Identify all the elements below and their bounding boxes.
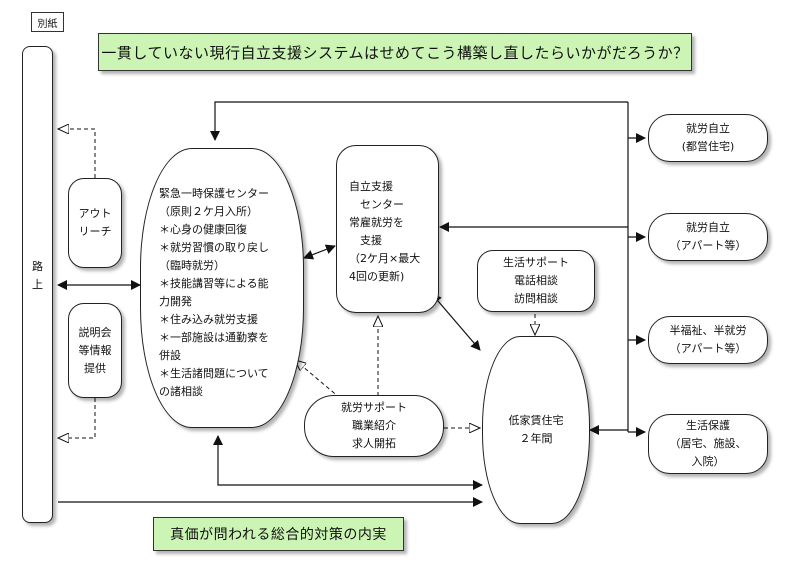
title-banner: 一貫していない現行自立支援システムはせめてこう構築し直したらいかがだろうか？ <box>98 33 692 71</box>
emergency-shelter-node: 緊急一時保護センター （原則２ケ月入所） ＊心身の健康回復 ＊就労習慣の取り戻し… <box>140 148 304 428</box>
support-center-node: 自立支援 センター 常雇就労を 支援 （2ケ月×最大 4回の更新) <box>336 145 439 313</box>
work-support-node: 就労サポート 職業紹介 求人開拓 <box>304 395 444 457</box>
life-support-node: 生活サポート 電話相談 訪問相談 <box>477 250 595 312</box>
briefing-label: 説明会 等情報 提供 <box>78 325 112 375</box>
footer-banner: 真価が問われる総合的対策の内実 <box>153 517 404 551</box>
support-center-label: 自立支援 センター 常雇就労を 支援 （2ケ月×最大 4回の更新) <box>349 180 421 283</box>
outcome-public-assistance: 生活保護 （居宅、施設、 入院） <box>648 414 768 474</box>
life-support-label: 生活サポート 電話相談 訪問相談 <box>503 256 569 305</box>
briefing-node: 説明会 等情報 提供 <box>68 303 122 398</box>
loop-top <box>210 101 628 141</box>
page-title: 一貫していない現行自立支援システムはせめてこう構築し直したらいかがだろうか？ <box>101 43 689 62</box>
outcome-employment-apartment: 就労自立 （アパート等） <box>648 213 768 261</box>
low-rent-housing-node: 低家賃住宅 ２年間 <box>482 336 590 524</box>
street-label: 路 上 <box>32 260 43 291</box>
street-bar <box>22 46 53 523</box>
emergency-shelter-label: 緊急一時保護センター （原則２ケ月入所） ＊心身の健康回復 ＊就労習慣の取り戻し… <box>159 187 269 398</box>
work-support-label: 就労サポート 職業紹介 求人開拓 <box>341 401 407 450</box>
outcome-label: 生活保護 （居宅、施設、 入院） <box>669 419 747 468</box>
outcome-label: 就労自立 （アパート等） <box>669 221 747 252</box>
outcome-label: 半福祉、半就労 （アパート等） <box>669 324 747 355</box>
outreach-node: アウト リーチ <box>68 178 122 268</box>
attachment-tag: 別紙 <box>31 12 64 32</box>
outreach-label: アウト リーチ <box>78 207 112 238</box>
outcome-label: 就労自立 (都営住宅) <box>681 122 735 153</box>
outcome-half-welfare: 半福祉、半就労 （アパート等） <box>648 316 768 364</box>
outcome-employment-public-housing: 就労自立 (都営住宅) <box>648 114 768 162</box>
low-rent-housing-label: 低家賃住宅 ２年間 <box>508 414 564 445</box>
footer-caption: 真価が問われる総合的対策の内実 <box>170 527 387 543</box>
